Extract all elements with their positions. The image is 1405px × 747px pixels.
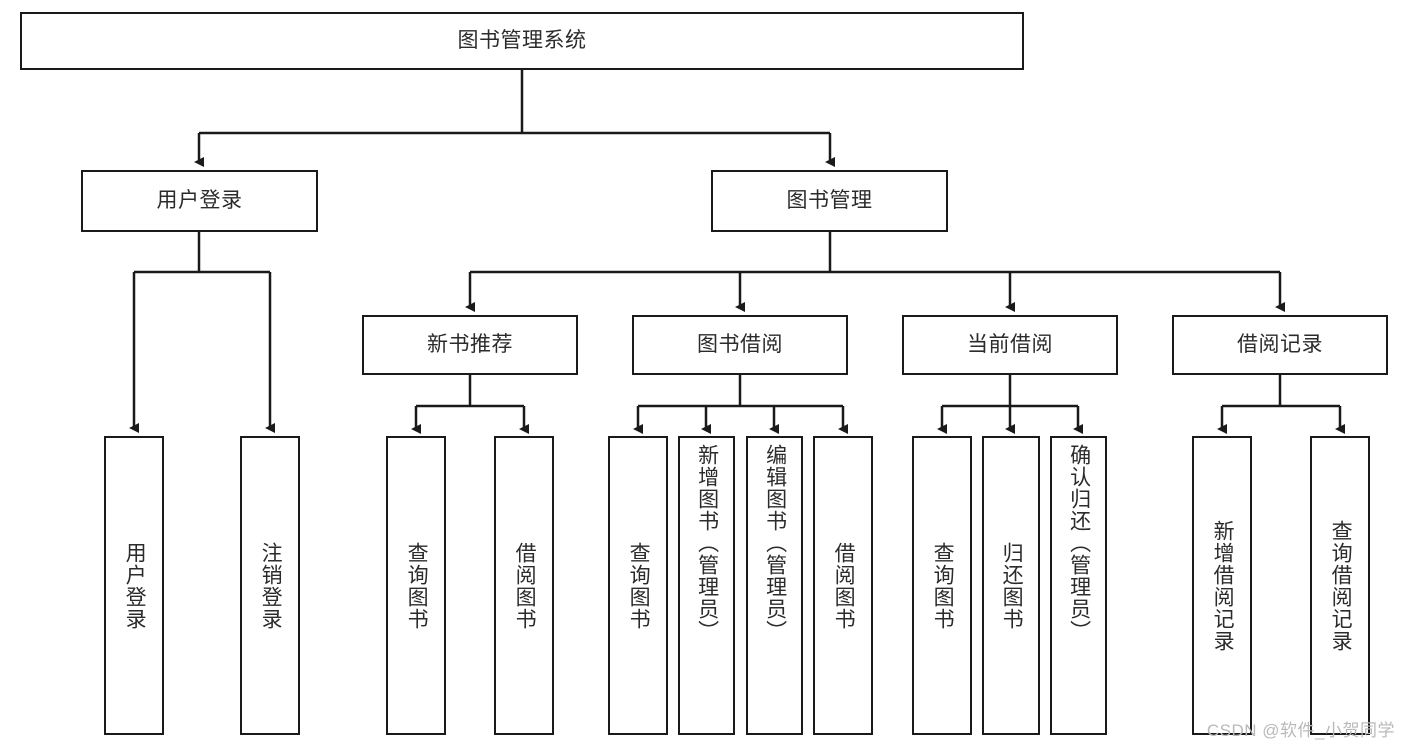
node-label: 借阅图书 <box>832 541 856 630</box>
node-leaf-confirm-return[interactable]: 确认归还（管理员） <box>1050 436 1107 735</box>
node-book-borrow[interactable]: 图书借阅 <box>632 315 848 375</box>
node-user-login[interactable]: 用户登录 <box>81 170 318 232</box>
node-leaf-return-book[interactable]: 归还图书 <box>982 436 1040 735</box>
node-label: 图书管理 <box>786 189 873 213</box>
node-label: 新增借阅记录 <box>1211 519 1235 652</box>
node-root-book-management-system[interactable]: 图书管理系统 <box>20 12 1024 70</box>
node-label: 注销登录 <box>259 541 283 630</box>
node-label: 查询借阅记录 <box>1329 519 1353 652</box>
node-label: 借阅记录 <box>1237 333 1323 357</box>
node-leaf-add-book[interactable]: 新增图书（管理员） <box>678 436 735 735</box>
node-label: 用户登录 <box>156 189 243 213</box>
node-leaf-borrow-book-2[interactable]: 借阅图书 <box>813 436 873 735</box>
node-label: 用户登录 <box>123 541 147 630</box>
node-borrow-record[interactable]: 借阅记录 <box>1172 315 1388 375</box>
node-book-management[interactable]: 图书管理 <box>711 170 948 232</box>
node-label: 编辑图书（管理员） <box>763 444 787 642</box>
node-leaf-edit-book[interactable]: 编辑图书（管理员） <box>746 436 803 735</box>
node-label: 新增图书（管理员） <box>695 444 719 642</box>
node-label: 借阅图书 <box>513 541 537 630</box>
node-label: 图书管理系统 <box>457 29 587 53</box>
node-leaf-query-borrow-record[interactable]: 查询借阅记录 <box>1310 436 1370 735</box>
node-label: 查询图书 <box>627 541 651 630</box>
node-label: 当前借阅 <box>967 333 1053 357</box>
node-leaf-user-logout[interactable]: 注销登录 <box>240 436 300 735</box>
node-leaf-query-book-1[interactable]: 查询图书 <box>386 436 446 735</box>
node-current-borrow[interactable]: 当前借阅 <box>902 315 1118 375</box>
node-label: 查询图书 <box>405 541 429 630</box>
node-leaf-borrow-book-1[interactable]: 借阅图书 <box>494 436 554 735</box>
node-new-book-recommend[interactable]: 新书推荐 <box>362 315 578 375</box>
node-label: 图书借阅 <box>697 333 783 357</box>
node-label: 归还图书 <box>1000 541 1024 630</box>
node-leaf-query-book-2[interactable]: 查询图书 <box>608 436 668 735</box>
node-leaf-user-login[interactable]: 用户登录 <box>104 436 164 735</box>
node-leaf-query-book-3[interactable]: 查询图书 <box>912 436 972 735</box>
node-label: 确认归还（管理员） <box>1067 444 1091 642</box>
node-label: 查询图书 <box>931 541 955 630</box>
node-leaf-add-borrow-record[interactable]: 新增借阅记录 <box>1192 436 1252 735</box>
node-label: 新书推荐 <box>427 333 513 357</box>
